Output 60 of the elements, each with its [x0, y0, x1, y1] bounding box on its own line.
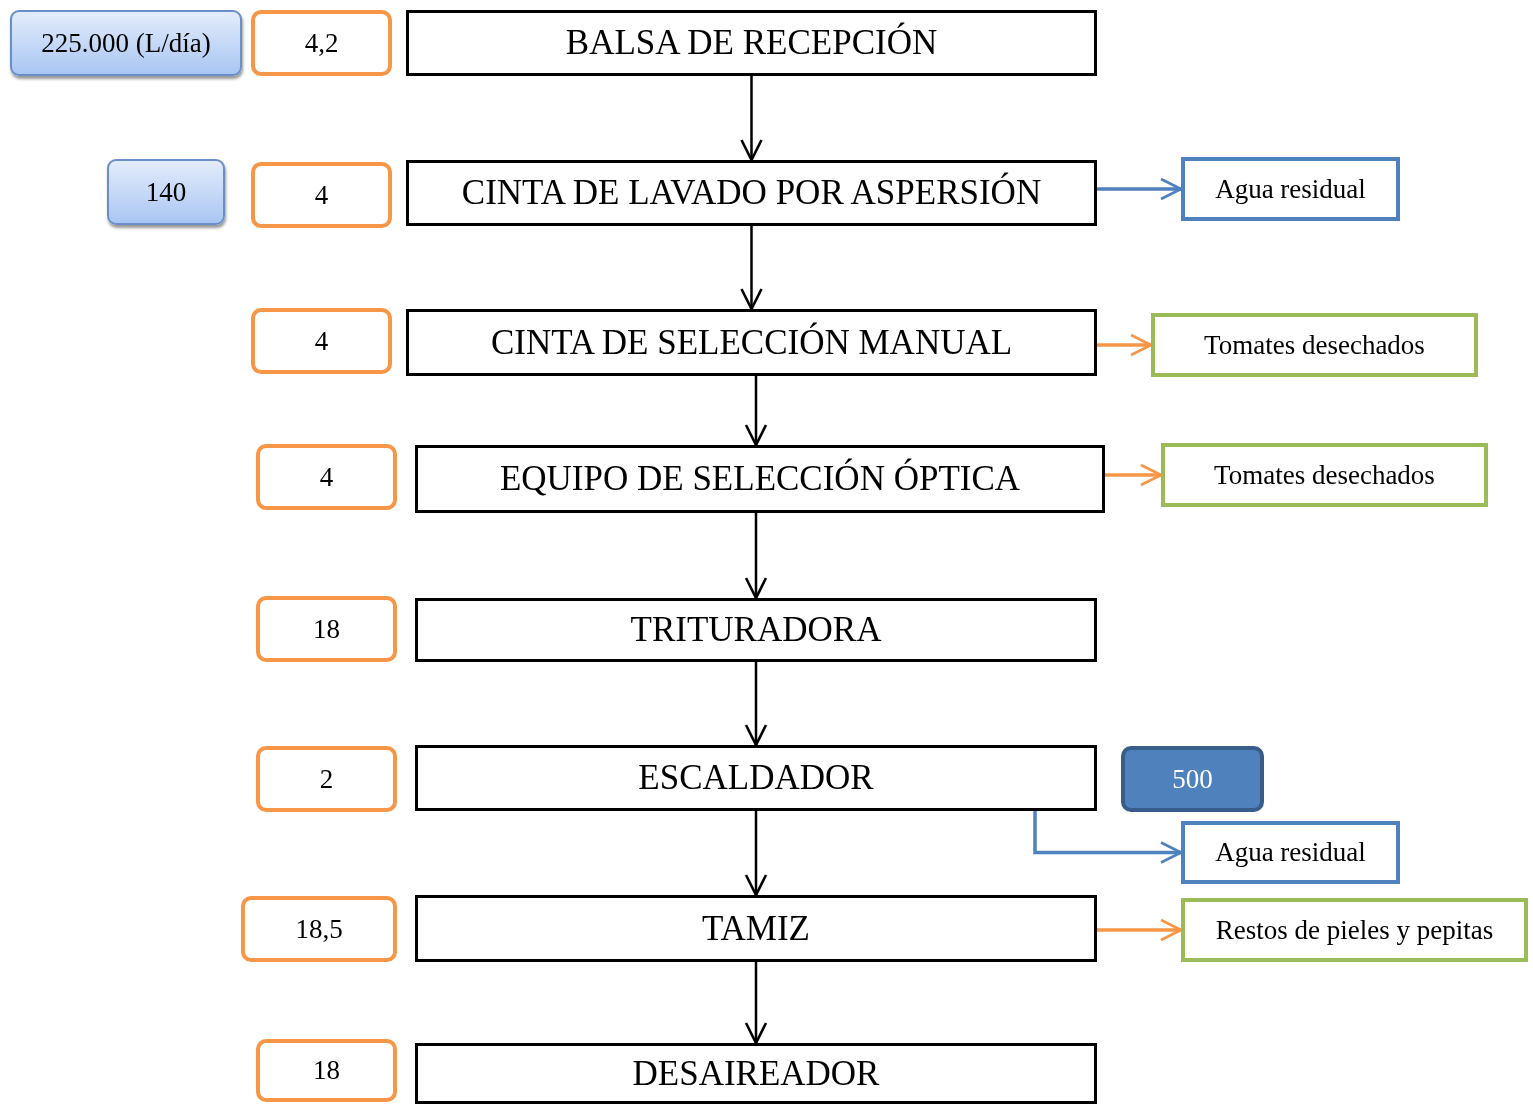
- value-box: [251, 308, 392, 374]
- value-box: [256, 746, 397, 812]
- output-box: [1181, 898, 1528, 962]
- output-box: [1151, 313, 1478, 377]
- process-box: [415, 745, 1097, 811]
- arrow: [1033, 811, 1183, 864]
- process-box: [415, 895, 1097, 962]
- box-label: TRITURADORA: [630, 610, 882, 650]
- box-label: CINTA DE SELECCIÓN MANUAL: [490, 322, 1013, 363]
- arrow: [1097, 333, 1153, 357]
- process-box: [415, 598, 1097, 662]
- box-label: 4: [319, 461, 334, 493]
- box-label: EQUIPO DE SELECCIÓN ÓPTICA: [499, 459, 1021, 499]
- arrow: [1097, 177, 1183, 201]
- arrow: [1105, 463, 1163, 487]
- process-box: [406, 10, 1097, 76]
- output-box: [1161, 443, 1488, 507]
- output-box: [1181, 157, 1400, 221]
- box-label: 18: [313, 1055, 340, 1086]
- process-box: [415, 1043, 1097, 1104]
- box-label: TAMIZ: [702, 908, 810, 949]
- value-box: [256, 1039, 397, 1102]
- value-box: [251, 10, 392, 76]
- process-box: [406, 309, 1097, 376]
- box-label: Tomates desechados: [1204, 329, 1425, 361]
- box-label: 4,2: [304, 27, 339, 59]
- box-label: DESAIREADOR: [632, 1053, 880, 1094]
- arrow: [1097, 918, 1183, 942]
- box-label: Agua residual: [1215, 173, 1366, 205]
- box-label: 18: [313, 613, 340, 645]
- output-box: [1181, 821, 1400, 884]
- arrow: [740, 226, 763, 311]
- box-label: 4: [314, 179, 329, 211]
- box-label: CINTA DE LAVADO POR ASPERSIÓN: [461, 173, 1042, 213]
- process-box: [415, 445, 1105, 513]
- process-box: [406, 160, 1097, 226]
- value-box: [256, 596, 397, 662]
- arrow: [744, 376, 768, 447]
- value-box: [256, 444, 397, 510]
- arrow: [744, 513, 768, 600]
- box-label: BALSA DE RECEPCIÓN: [565, 23, 938, 63]
- box-label: Agua residual: [1215, 837, 1366, 868]
- box-label: Tomates desechados: [1214, 459, 1435, 491]
- arrow: [744, 662, 768, 747]
- box-label: 2: [319, 763, 334, 795]
- box-label: 500: [1172, 763, 1213, 795]
- box-label: 4: [314, 325, 329, 357]
- value-box: [241, 896, 397, 962]
- value-box: [1121, 746, 1264, 812]
- value-box: [107, 159, 225, 225]
- arrow: [744, 962, 768, 1045]
- box-label: Restos de pieles y pepitas: [1215, 914, 1494, 946]
- box-label: 18,5: [295, 913, 343, 945]
- box-label: ESCALDADOR: [638, 758, 874, 798]
- arrow: [744, 811, 768, 897]
- flow-rate-box: [10, 10, 242, 76]
- arrow: [740, 76, 763, 162]
- box-label: 140: [145, 176, 187, 208]
- value-box: [251, 162, 392, 228]
- box-label: 225.000 (L/día): [41, 27, 211, 59]
